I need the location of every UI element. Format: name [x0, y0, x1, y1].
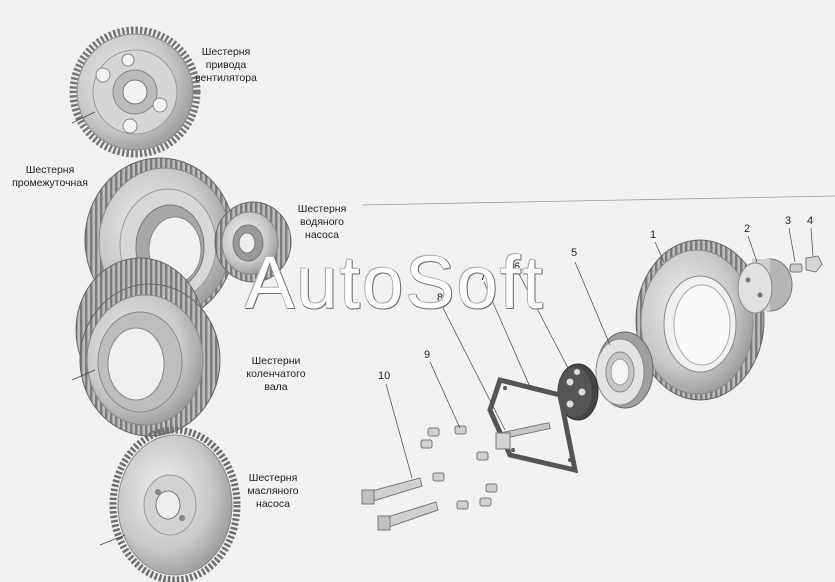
crankshaft-gears	[75, 257, 221, 437]
callout-4: 4	[807, 215, 814, 227]
label-fan-drive-gear: Шестерня привода вентилятора	[195, 46, 257, 84]
right-leaders	[385, 227, 814, 479]
water-pump-gear	[214, 201, 292, 283]
callout-8: 8	[437, 292, 444, 304]
part-2-hub	[737, 258, 793, 314]
fan-drive-gear	[69, 26, 201, 158]
part-9-screws	[420, 425, 498, 510]
oil-pump-gear	[109, 426, 241, 582]
label-idler-gear: Шестерня промежуточная	[12, 164, 88, 189]
watermark: AutoSoft	[245, 241, 545, 324]
callout-7: 7	[480, 271, 487, 283]
part-7-gasket	[487, 377, 579, 474]
part-10-bolts	[361, 477, 439, 531]
label-oil-pump-gear: Шестерня масляного насоса	[247, 472, 299, 510]
part-8-stud	[495, 422, 551, 450]
divider-line	[361, 195, 835, 206]
part-3-bolt	[789, 263, 803, 273]
label-crankshaft-gears: Шестерни коленчатого вала	[246, 355, 306, 393]
left-leaders	[71, 111, 126, 546]
callout-9: 9	[424, 349, 431, 361]
callout-3: 3	[785, 215, 792, 227]
part-5-bearing	[595, 331, 654, 409]
part-6-plate	[557, 363, 599, 421]
part-4-nut	[805, 255, 823, 273]
callout-1: 1	[650, 229, 657, 241]
part-1-ring-gear	[635, 239, 765, 401]
callout-5: 5	[571, 247, 578, 259]
callout-10: 10	[378, 370, 391, 382]
callout-6: 6	[514, 261, 521, 273]
label-water-pump-gear: Шестерня водяного насоса	[297, 203, 347, 241]
callout-2: 2	[744, 223, 751, 235]
